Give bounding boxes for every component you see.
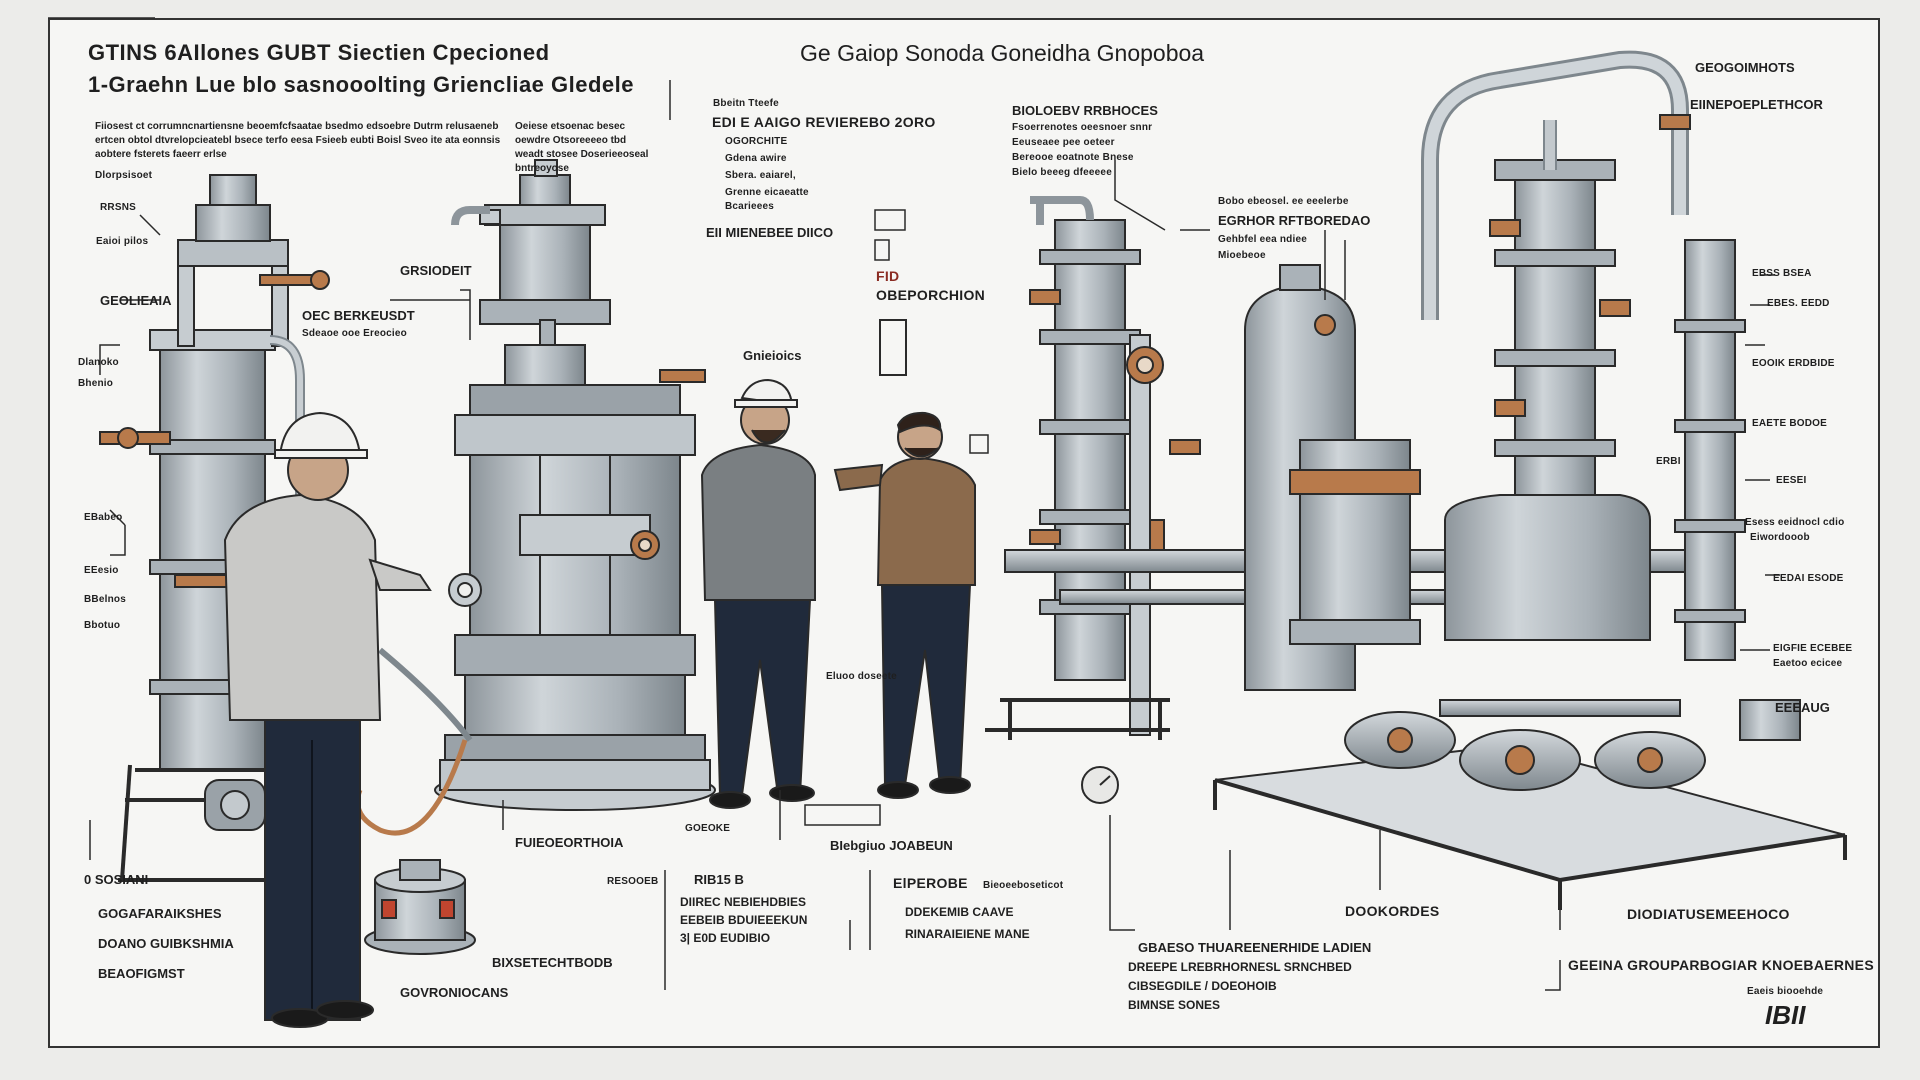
intro-tag: Dlorpsisoet bbox=[95, 170, 153, 181]
title-line-2: 1-Graehn Lue blo sasnooolting Griencliae… bbox=[88, 72, 635, 97]
pump-skid-assembly bbox=[1213, 699, 1847, 910]
bottom-mid-2: DDEKEMIB CAAVE bbox=[905, 905, 1014, 919]
bottom-mid-3: RINARAIEIENE MANE bbox=[905, 927, 1030, 941]
bottom-mid-left-2: RIB15 B bbox=[694, 872, 744, 887]
bottom-mid-left-1: RESOOEB bbox=[607, 876, 659, 887]
far-right-tower bbox=[1421, 50, 1746, 661]
central-reactor-vessel bbox=[434, 159, 716, 811]
right-mid-2: Mioebeoe bbox=[1218, 250, 1266, 261]
right-mid-1: Gehbfel eea ndiee bbox=[1218, 234, 1307, 245]
right-top-3: Bereooe eoatnote Bnese bbox=[1012, 152, 1134, 163]
bottom-mid-left-4: EEBEIB BDUIEEEKUN bbox=[680, 913, 808, 927]
title-line-1: GTINS 6AIlones GUBT Siectien Cpecioned bbox=[88, 40, 550, 65]
right-top-0: BIOLOEBV RRBHOCES bbox=[1012, 103, 1158, 118]
pump-block-line-2: BEAOFIGMST bbox=[98, 966, 185, 981]
checkbox-icon bbox=[804, 209, 989, 826]
legend-footer: EII MIENEBEE DIICO bbox=[706, 225, 834, 240]
far-right-6: ERBI bbox=[1656, 456, 1681, 467]
far-right-11: EIGFIE ECEBEE bbox=[1773, 643, 1853, 654]
far-right-13: EEEAUG bbox=[1775, 700, 1830, 715]
far-right-8: Esess eeidnocl cdio bbox=[1745, 517, 1845, 528]
worker-left-with-hard-hat bbox=[223, 411, 432, 1028]
bottom-mid-0: ElPEROBE bbox=[893, 875, 968, 891]
label-center-0: Gnieioics bbox=[743, 348, 802, 363]
label-left-9: 0 SOSIANI bbox=[84, 872, 149, 887]
far-right-5: EAETE BODOE bbox=[1752, 418, 1827, 429]
middle-right-column bbox=[985, 196, 1170, 740]
legend-top: Bbeitn Tteefe bbox=[713, 98, 779, 109]
pid-sub: OBEPORCHION bbox=[876, 287, 986, 303]
bottom-mid-left-3: DIIREC NEBIEHDBIES bbox=[680, 895, 807, 909]
bottom-right-0: DOOKORDES bbox=[1345, 903, 1440, 919]
legend-item-1: Gdena awire bbox=[725, 153, 787, 164]
worker-right-brown-jacket bbox=[833, 411, 976, 799]
label-center-1: FUIEOEORTHOIA bbox=[515, 835, 624, 850]
bottom-mid-1: Bieoeeboseticot bbox=[983, 880, 1064, 891]
hard-hat-icon bbox=[278, 411, 362, 456]
right-mid-top: Bobo ebeosel. ee eeelerbe bbox=[1218, 196, 1349, 207]
far-right-7: EESEI bbox=[1776, 475, 1807, 486]
bottom-right-3: DREEPE LREBRHORNESL SRNCHBED bbox=[1128, 960, 1352, 974]
pump-block-line-0: GOGAFARAIKSHES bbox=[98, 906, 222, 921]
legend-heading: EDI E AAIGO REVIEREBO 2ORO bbox=[712, 114, 936, 130]
bottom-right-6: GEEINA GROUPARBOGIAR KNOEBAERNES bbox=[1568, 957, 1874, 973]
intro-paragraph: Fiiosest ct corrumncnartiensne beoemfcfs… bbox=[95, 121, 501, 160]
far-right-2: EBSS BSEA bbox=[1752, 268, 1812, 279]
far-right-3: EBES. EEDD bbox=[1767, 298, 1830, 309]
worker-center-grey-shirt bbox=[700, 378, 816, 809]
far-right-1: EIINEPOEPLETHCOR bbox=[1690, 97, 1823, 112]
center-title: Ge Gaiop Sonoda Goneidha Gnopoboa bbox=[800, 40, 1205, 66]
side-paragraph: Oeiese etsoenac besec oewdre Otsoreeeeo … bbox=[515, 121, 649, 174]
bottom-right-1: DIODIATUSEMEEHOCO bbox=[1627, 906, 1790, 922]
legend-item-4: Bcarieees bbox=[725, 201, 775, 212]
legend-item-3: Grenne eicaeatte bbox=[725, 187, 809, 198]
far-right-12: Eaetoo ecicee bbox=[1773, 658, 1843, 669]
right-mid-0: EGRHOR RFTBOREDAO bbox=[1218, 213, 1371, 228]
bottom-right-7: Eaeis biooehde bbox=[1747, 986, 1824, 997]
gauge-icon bbox=[448, 206, 706, 607]
far-right-10: EEDAI ESODE bbox=[1773, 573, 1844, 584]
label-left-0: RRSNS bbox=[100, 202, 137, 213]
label-center-left-2: Sdeaoe ooe Ereocieo bbox=[302, 328, 407, 339]
artist-signature: IBII bbox=[1765, 1000, 1806, 1030]
pid-label: FID bbox=[876, 268, 900, 284]
legend-item-2: Sbera. eaiarel, bbox=[725, 170, 796, 181]
label-left-3: Dlanoko bbox=[78, 357, 119, 368]
bottom-right-4: CIBSEGDILE / DOEOHOIB bbox=[1128, 979, 1277, 993]
valve-icon bbox=[99, 270, 330, 588]
bottom-mid-4: BIebgiuo JOABEUN bbox=[830, 838, 953, 853]
label-center-left-1: OEC BERKEUSDT bbox=[302, 308, 415, 323]
label-center-2: BIXSETECHTBODB bbox=[492, 955, 613, 970]
bottom-mid-5: Eluoo doseete bbox=[826, 671, 897, 682]
right-top-1: Fsoerrenotes oeesnoer snnr bbox=[1012, 122, 1153, 133]
label-left-4: Bhenio bbox=[78, 378, 114, 389]
gauge-icon bbox=[1081, 766, 1119, 804]
pump-icon bbox=[364, 859, 476, 955]
label-left-1: Eaioi pilos bbox=[96, 236, 149, 247]
label-left-8: Bbotuo bbox=[84, 620, 121, 631]
label-center-3: GOVRONIOCANS bbox=[400, 985, 509, 1000]
far-right-0: GEOGOIMHOTS bbox=[1695, 60, 1795, 75]
label-left-6: EEesio bbox=[84, 565, 119, 576]
grey-hose bbox=[378, 647, 473, 742]
far-right-4: EOOIK ERDBIDE bbox=[1752, 358, 1835, 369]
label-left-2: GEOLIEAIA bbox=[100, 293, 172, 308]
right-storage-tank bbox=[1244, 264, 1421, 691]
legend-item-0: OGORCHITE bbox=[725, 136, 788, 147]
label-left-5: EBabeo bbox=[84, 512, 123, 523]
right-top-2: Eeuseaee pee oeteer bbox=[1012, 137, 1115, 148]
bottom-right-5: BIMNSE SONES bbox=[1128, 998, 1221, 1012]
bottom-right-2: GBAESO THUAREENERHIDE LADIEN bbox=[1138, 940, 1372, 955]
bottom-mid-left-0: GOEOKE bbox=[685, 823, 731, 834]
far-right-9: Eiwordooob bbox=[1750, 532, 1810, 543]
right-top-4: Bielo beeeg dfeeeee bbox=[1012, 167, 1112, 178]
leader-lines bbox=[48, 17, 1780, 991]
label-center-left-0: GRSIODEIT bbox=[400, 263, 472, 278]
label-left-7: BBelnos bbox=[84, 594, 126, 605]
bottom-mid-left-5: 3| E0D EUDIBIO bbox=[680, 931, 771, 945]
pump-block-line-1: DOANO GUIBKSHMIA bbox=[98, 936, 234, 951]
